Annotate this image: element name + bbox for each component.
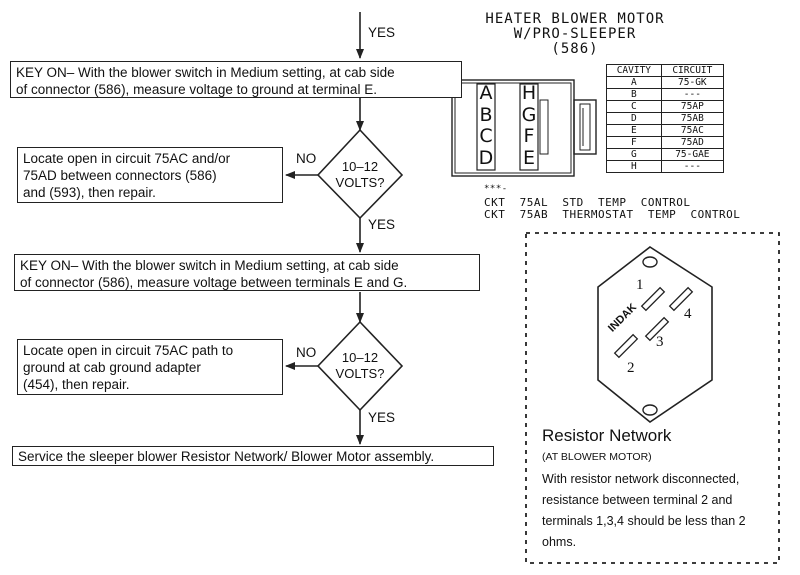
cavity-letter: H: [521, 82, 537, 104]
decision1-text: 10–12 VOLTS?: [335, 159, 385, 190]
yes2-label: YES: [368, 410, 396, 425]
resistor-plate-drawing: [597, 246, 713, 423]
circuit-cell: ---: [660, 88, 725, 101]
circuit-cell: 75AP: [660, 100, 725, 113]
circuit-cell: 75AB: [660, 112, 725, 125]
terminal-3-label: 3: [656, 334, 664, 350]
cavity-letter: E: [522, 146, 535, 169]
table-row: B---: [606, 88, 725, 101]
connector-title-line1: HEATER BLOWER MOTOR: [485, 11, 665, 27]
cavity-letter: A: [479, 82, 493, 104]
no1-label: NO: [296, 151, 317, 166]
circuit-cell: ---: [660, 160, 725, 173]
circuit-cell: 75-GK: [660, 76, 725, 89]
circuit-cell: 75AD: [660, 136, 725, 149]
cavity-cell: E: [606, 124, 662, 137]
table-row: H---: [606, 160, 725, 173]
terminal-2-label: 2: [627, 360, 635, 376]
resistor-subtitle: (AT BLOWER MOTOR): [542, 451, 652, 463]
connector-right-letters: H G F E: [520, 82, 538, 169]
table-header-circuit: CIRCUIT: [660, 64, 725, 77]
cavity-cell: D: [606, 112, 662, 125]
cavity-cell: B: [606, 88, 662, 101]
resistor-panel-border: [525, 232, 780, 564]
note-line1: CKT 75AL STD TEMP CONTROL: [484, 196, 691, 209]
cavity-letter: C: [479, 125, 493, 147]
note-line2: CKT 75AB THERMOSTAT TEMP CONTROL: [484, 208, 741, 221]
cavity-cell: H: [606, 160, 662, 173]
circuit-cell: 75AC: [660, 124, 725, 137]
cavity-letter: F: [523, 125, 535, 147]
resistor-title: Resistor Network: [542, 426, 672, 445]
table-header-row: CAVITY CIRCUIT: [606, 64, 725, 77]
connector-title-line3: (586): [551, 41, 599, 57]
final-step-box: Service the sleeper blower Resistor Netw…: [12, 446, 494, 466]
terminal-1-label: 1: [636, 277, 644, 293]
yes1-label: YES: [368, 217, 396, 232]
resistor-instructions: With resistor network disconnected, resi…: [542, 472, 746, 549]
connector-title: HEATER BLOWER MOTOR W/PRO-SLEEPER (586): [455, 12, 695, 57]
step1-box: KEY ON– With the blower switch in Medium…: [10, 61, 462, 98]
cavity-cell: G: [606, 148, 662, 161]
circuit-cell: 75-GAE: [660, 148, 725, 161]
cavity-letter: G: [521, 103, 537, 126]
cavity-letter: D: [478, 146, 494, 169]
connector-drawing: [451, 79, 597, 177]
action1-box: Locate open in circuit 75AC and/or 75AD …: [17, 147, 283, 203]
step2-box: KEY ON– With the blower switch in Medium…: [14, 254, 480, 291]
cavity-cell: A: [606, 76, 662, 89]
decision2-text: 10–12 VOLTS?: [335, 350, 385, 381]
cavity-cell: F: [606, 136, 662, 149]
no2-label: NO: [296, 345, 317, 360]
terminal-4-label: 4: [684, 306, 692, 322]
top-yes-label: YES: [368, 25, 396, 40]
connector-title-line2: W/PRO-SLEEPER: [513, 26, 637, 42]
note-marker: ***-: [484, 184, 508, 194]
cavity-cell: C: [606, 100, 662, 113]
table-header-cavity: CAVITY: [606, 64, 662, 77]
action2-box: Locate open in circuit 75AC path to grou…: [17, 339, 283, 395]
connector-left-letters: A B C D: [477, 82, 495, 169]
cavity-letter: B: [479, 103, 493, 126]
